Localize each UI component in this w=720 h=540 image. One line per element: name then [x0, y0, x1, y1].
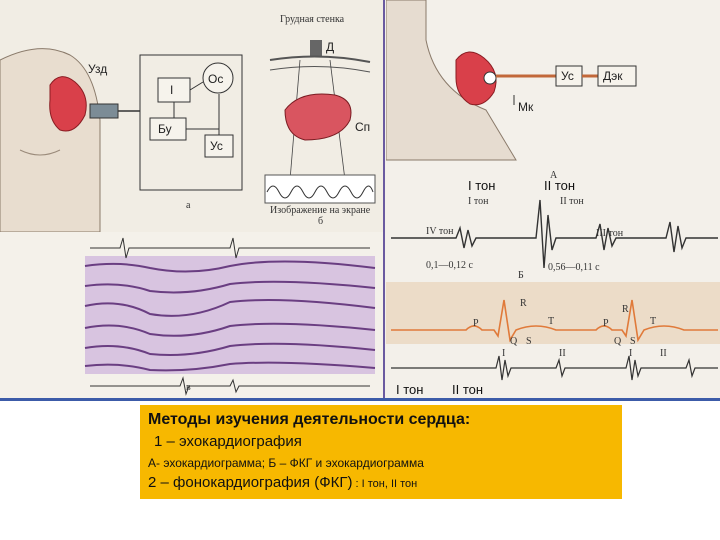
horizontal-rule	[0, 398, 720, 401]
letter-v: в	[186, 382, 191, 393]
letter-a-right: А	[550, 170, 558, 181]
panel-divider	[383, 0, 385, 400]
ecg-q-2: Q	[614, 336, 622, 347]
pcg-i-1: I	[502, 348, 506, 359]
bottom-tone-2: II тон	[452, 382, 484, 397]
ecg-p-1: P	[473, 318, 479, 329]
box-label-uc: Ус	[210, 139, 223, 153]
echo-setup-illustration	[0, 40, 376, 232]
bottom-tone-1: I тон	[396, 382, 424, 397]
phonocardiography-illustration	[386, 0, 720, 381]
ecg-r-2: R	[622, 304, 629, 315]
caption-item-2-tail: : I тон, II тон	[352, 478, 418, 490]
chest-wall-label: Грудная стенка	[280, 14, 345, 25]
trace-label-iv: IV тон	[426, 226, 454, 237]
interval-2: 0,56—0,11 с	[548, 262, 600, 273]
sp-label: Сп	[355, 120, 371, 134]
echocardiogram-trace	[84, 237, 376, 396]
trace-label-i: I тон	[468, 196, 489, 207]
trace-label-iii: III тон	[596, 228, 624, 239]
box-label-oc: Ос	[208, 72, 224, 86]
ecg-s-2: S	[630, 336, 636, 347]
box-label-i: I	[170, 83, 174, 97]
pcg-ii-2: II	[660, 348, 667, 359]
ecg-q-1: Q	[510, 336, 518, 347]
box-label-bu: Бу	[158, 122, 172, 136]
caption-title: Методы изучения деятельности сердца:	[148, 411, 471, 428]
caption-item-2: 2 – фонокардиография (ФКГ) : I тон, II т…	[148, 474, 614, 491]
mk-label: Мк	[518, 100, 534, 114]
ecg-s-1: S	[526, 336, 532, 347]
pcg-ii-1: II	[559, 348, 566, 359]
trace-label-ii: II тон	[560, 196, 584, 207]
ecg-t-2: T	[650, 316, 657, 327]
letter-a-left: а	[186, 200, 191, 211]
caption-box: Методы изучения деятельности сердца: 1 –…	[140, 405, 622, 499]
header-tone-2: II тон	[544, 178, 576, 193]
letter-b-right: Б	[518, 270, 524, 281]
ecg-t-1: T	[548, 316, 555, 327]
caption-item-1: 1 – эхокардиография	[154, 433, 302, 450]
uzd-label: Узд	[88, 62, 108, 76]
dek-box-label: Дэк	[603, 69, 623, 83]
ecg-p-2: P	[603, 318, 609, 329]
d-label: Д	[326, 40, 335, 54]
screen-caption: Изображение на экране	[270, 205, 371, 216]
uc-box-label: Ус	[561, 69, 574, 83]
ecg-r-1: R	[520, 298, 527, 309]
header-tone-1: I тон	[468, 178, 496, 193]
letter-b-left: б	[318, 216, 324, 227]
caption-item-1-detail: А- эхокардиограмма; Б – ФКГ и эхокардиог…	[148, 456, 424, 470]
interval-1: 0,1—0,12 с	[426, 260, 473, 271]
caption-item-2-main: 2 – фонокардиография (ФКГ)	[148, 474, 353, 491]
pcg-i-2: I	[629, 348, 633, 359]
